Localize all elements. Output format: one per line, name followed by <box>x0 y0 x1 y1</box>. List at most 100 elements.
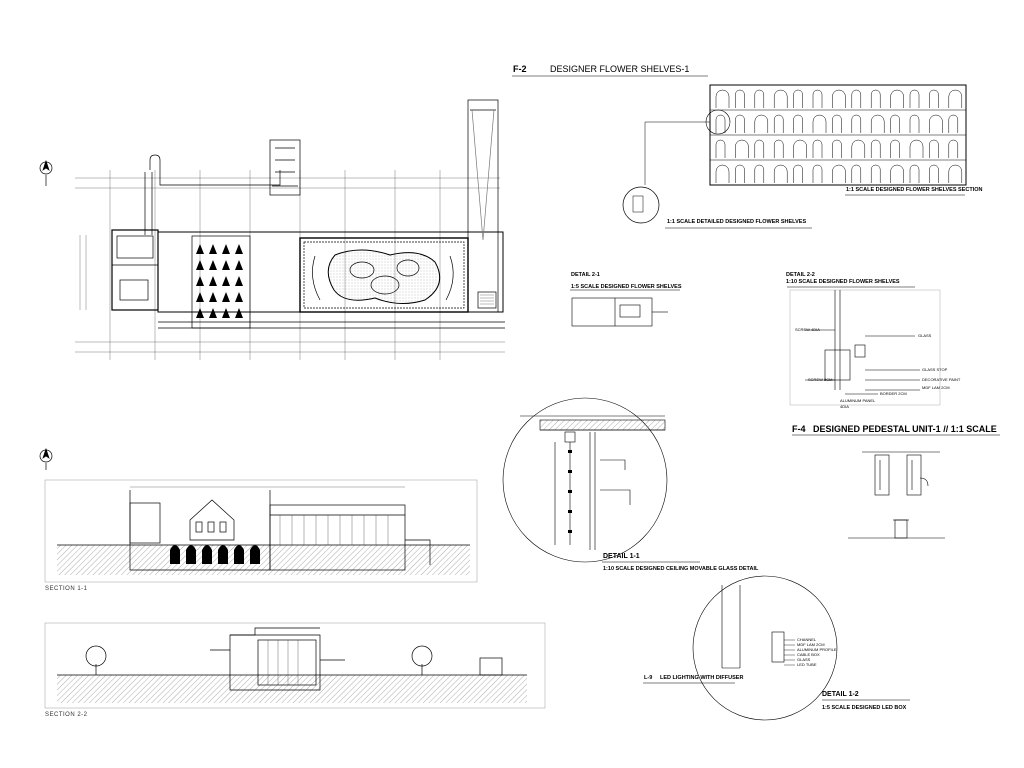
f4-title: DESIGNED PEDESTAL UNIT-1 // 1:1 SCALE <box>813 424 997 434</box>
shelf-niche <box>948 89 963 108</box>
detail-1-2-note: GLASS <box>797 657 811 662</box>
detail-1-2-note: CABLE BOX <box>797 652 820 657</box>
shelf-niche <box>890 89 904 108</box>
shelf-niche <box>773 164 788 183</box>
pedestal-unit-drawing <box>792 434 1000 539</box>
detail-2-2-title: DETAIL 2-2 <box>786 272 815 278</box>
shelf-niche <box>793 139 807 158</box>
shelf-niche <box>948 139 959 158</box>
section-2-2-drawing <box>44 622 546 709</box>
section-2-2-label: SECTION 2-2 <box>45 712 88 718</box>
detail-1-2-note: ALUMINUM PROFILE <box>797 647 837 652</box>
led-label: L-9 <box>644 675 653 681</box>
floor-plan <box>39 99 505 360</box>
detail-2-1-drawing <box>570 289 680 327</box>
shelf-niche <box>832 139 842 158</box>
detail-2-2-note: MDF LAM 2CM <box>922 385 950 390</box>
shelf-niche <box>948 114 959 133</box>
detail-1-1-caption: 1:10 SCALE DESIGNED CEILING MOVABLE GLAS… <box>603 566 759 572</box>
detail-2-2-note: GLASS <box>918 333 932 338</box>
detail-2-2-drawing <box>787 286 941 406</box>
flower-shelves-elevation <box>512 75 967 229</box>
f4-code: F-4 <box>792 424 806 434</box>
detail-1-1-title: DETAIL 1-1 <box>603 553 640 560</box>
tree-icon <box>411 645 433 675</box>
shelf-niche <box>715 139 726 158</box>
shelf-niche <box>870 164 881 183</box>
shelf-niche <box>929 139 939 158</box>
detail-2-2-note: GLASS STOP <box>922 367 948 372</box>
shelf-niche <box>909 164 920 183</box>
detail-1-1-drawing <box>502 397 700 563</box>
shelf-niche <box>812 114 827 133</box>
shelf-niche <box>929 164 939 183</box>
shelf-niche <box>909 89 920 108</box>
detail-2-2-caption: 1:10 SCALE DESIGNED FLOWER SHELVES <box>786 279 900 285</box>
detail-2-2-note: 4DIA <box>840 404 849 409</box>
north-arrow-icon <box>39 159 53 186</box>
shelf-niche <box>948 164 963 183</box>
shelf-niche <box>735 89 745 108</box>
detail-2-2-note: BORDER 2CM <box>880 391 907 396</box>
f2-title: DESIGNER FLOWER SHELVES-1 <box>550 64 690 74</box>
shelf-niche <box>812 164 823 183</box>
shelf-niche <box>851 139 866 158</box>
section-1-1-label: SECTION 1-1 <box>45 586 88 592</box>
shelf-niche <box>735 164 745 183</box>
detail-1-2-note: LED TUBE <box>797 662 817 667</box>
shelf-niche <box>929 114 943 133</box>
shelf-niche <box>851 114 862 133</box>
f2-detail-caption: 1:1 SCALE DETAILED DESIGNED FLOWER SHELV… <box>667 219 807 225</box>
shelf-niche <box>812 89 823 108</box>
shelf-niche <box>851 89 862 108</box>
shelf-niche <box>715 164 730 183</box>
shelf-niche <box>909 139 924 158</box>
shelf-niche <box>870 114 885 133</box>
detail-2-2-note: ALUMINUM PANEL <box>840 398 876 403</box>
shelf-niche <box>793 164 803 183</box>
detail-1-2-caption: 1:5 SCALE DESIGNED LED BOX <box>822 705 907 711</box>
shelf-niche <box>773 139 784 158</box>
shelf-niche <box>890 114 900 133</box>
shelf-niche <box>870 139 881 158</box>
shelf-niche <box>773 89 788 108</box>
shelf-niche <box>793 114 803 133</box>
led-text: LED LIGHTING WITH DIFFUSER <box>660 675 744 681</box>
shelf-niche <box>793 89 803 108</box>
detail-1-2-title: DETAIL 1-2 <box>822 691 859 698</box>
shelf-niche <box>773 114 784 133</box>
tree-icon <box>85 645 107 675</box>
detail-2-2-note: SCREW 8CM <box>808 377 833 382</box>
shelf-niche <box>832 164 846 183</box>
detail-2-1-caption: 1:5 SCALE DESIGNED FLOWER SHELVES <box>571 284 682 290</box>
shelf-niche <box>890 164 904 183</box>
detail-1-2-note: MDF LAM 2CM <box>797 642 825 647</box>
detail-2-2-note: SCREW 4DIA <box>795 327 820 332</box>
shelf-niche <box>715 114 726 133</box>
f2-code: F-2 <box>513 64 527 74</box>
f2-section-caption: 1:1 SCALE DESIGNED FLOWER SHELVES SECTIO… <box>846 187 983 193</box>
shelf-niche <box>812 139 823 158</box>
shelf-niche <box>754 89 765 108</box>
detail-2-1-title: DETAIL 2-1 <box>571 272 600 278</box>
section-1-1-drawing <box>39 447 478 583</box>
shelf-niche <box>832 114 842 133</box>
shelf-niche <box>735 114 745 133</box>
shelf-niche <box>715 89 730 108</box>
detail-1-2-note: CHANNEL <box>797 637 817 642</box>
shelf-niche <box>890 139 900 158</box>
shelf-niche <box>735 139 749 158</box>
shelf-niche <box>832 89 846 108</box>
shelf-niche <box>870 89 881 108</box>
shelf-niche <box>754 114 769 133</box>
shelf-niche <box>929 89 939 108</box>
north-arrow-icon <box>39 447 53 470</box>
shelf-niche <box>909 114 920 133</box>
shelf-niche <box>851 164 862 183</box>
detail-1-2-drawing <box>643 575 910 721</box>
detail-2-2-note: DECORATIVE PAINT <box>922 377 961 382</box>
shelf-niche <box>754 164 765 183</box>
shelf-niche <box>754 139 765 158</box>
